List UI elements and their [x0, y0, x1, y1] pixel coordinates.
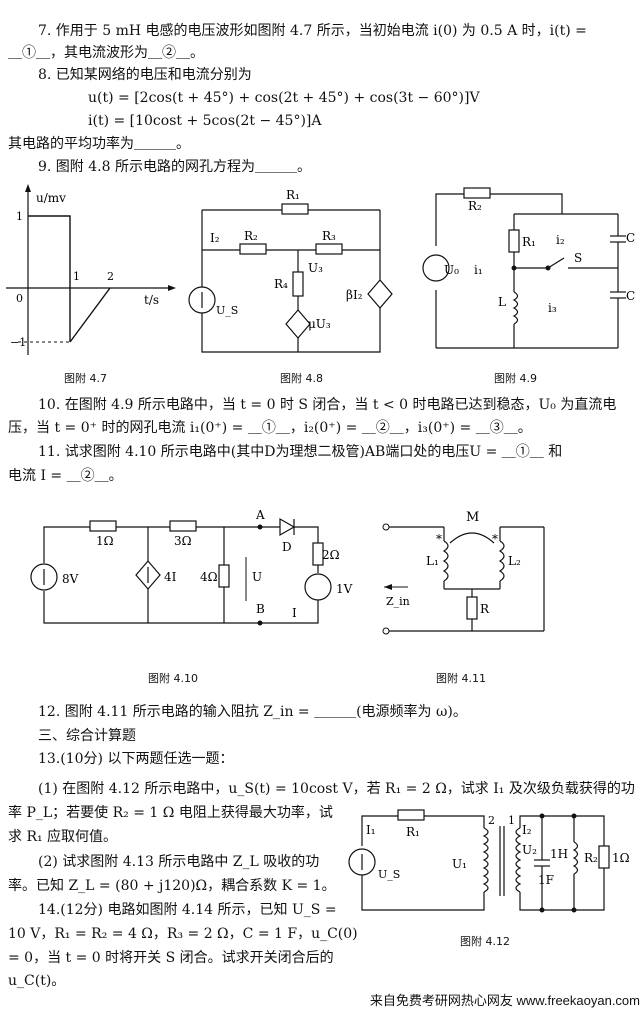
figure-4-10: 1Ω 3Ω 4Ω 2Ω 8V 1V 4I A B D U I	[30, 508, 353, 626]
fig49-i3: i₃	[548, 301, 557, 315]
fig47-xlabel: t/s	[144, 293, 159, 307]
q13-p2-line1: (2) 试求图附 4.13 所示电路中 Z_L 吸收的功	[38, 854, 320, 870]
q14-line3: = 0，当 t = 0 时将开关 S 闭合。试求开关闭合后的	[8, 950, 334, 966]
fig411-Zin: Z_in	[386, 595, 410, 608]
figure-4-7: u/mv 1 −1 0 1 2 t/s	[6, 184, 176, 355]
fig410-r1: 1Ω	[96, 534, 114, 548]
fig410-A: A	[255, 508, 265, 522]
q14-line4: u_C(t)。	[8, 973, 66, 989]
fig49-C1: C	[626, 231, 635, 245]
q10-line1: 10. 在图附 4.9 所示电路中，当 t = 0 时 S 闭合，当 t < 0…	[38, 397, 617, 413]
fig412-caption: 图附 4.12	[460, 935, 510, 948]
watermark: 来自免费考研网热心网友 www.freekaoyan.com	[369, 993, 640, 1008]
fig49-R2: R₂	[468, 199, 482, 213]
fig412-C: 1F	[538, 873, 554, 887]
section-3-title: 三、综合计算题	[38, 728, 136, 744]
fig411-caption: 图附 4.11	[436, 672, 486, 685]
q8-eq-u: u(t) = [2cos(t + 45°) + cos(2t + 45°) + …	[88, 90, 480, 106]
fig48-caption: 图附 4.8	[280, 372, 323, 385]
q13-p2-line2: 率。已知 Z_L = (80 + j120)Ω，耦合系数 K = 1。	[8, 878, 336, 894]
fig412-n1: 2	[488, 814, 495, 827]
q14-line1: 14.(12分) 电路如图附 4.14 所示，已知 U_S =	[38, 902, 337, 918]
q8-eq-i: i(t) = [10cost + 5cos(2t − 45°)]A	[88, 113, 322, 129]
fig49-L: L	[498, 295, 506, 309]
fig410-I: I	[292, 606, 297, 620]
fig48-R4: R₄	[274, 277, 288, 291]
fig47-ylabel: u/mv	[36, 191, 66, 205]
fig47-tick-y-neg: −1	[10, 336, 26, 349]
q7-line2: ＿①＿，其电流波形为＿②＿。	[8, 45, 204, 61]
fig48-R2: R₂	[244, 229, 258, 243]
fig47-tick-x2: 2	[107, 270, 114, 283]
fig48-ctrl-i: βI₂	[346, 288, 363, 302]
fig410-r4: 4Ω	[200, 570, 218, 584]
fig47-tick-x1: 1	[73, 270, 80, 283]
fig410-B: B	[256, 602, 265, 616]
q13-p1-line3: 求 R₁ 应取何值。	[8, 829, 118, 845]
fig411-dot2: *	[492, 532, 498, 546]
fig410-r2: 2Ω	[322, 548, 340, 562]
figure-4-9: R₂ R₁ U₀ L C C S i₁ i₂ i₃	[422, 187, 635, 349]
fig412-U2: U₂	[522, 843, 537, 857]
q12-line1: 12. 图附 4.11 所示电路的输入阻抗 Z_in = ＿＿＿(电源频率为 ω…	[38, 704, 467, 720]
q9-line1: 9. 图附 4.8 所示电路的网孔方程为＿＿＿。	[38, 159, 311, 175]
fig49-U0: U₀	[444, 263, 459, 277]
fig48-U3: U₃	[308, 261, 323, 275]
fig48-R3: R₃	[322, 229, 336, 243]
fig47-tick-y-pos: 1	[16, 210, 23, 223]
fig411-L1: L₁	[426, 554, 439, 568]
fig412-I2: I₂	[522, 823, 532, 837]
fig49-R1: R₁	[522, 235, 536, 249]
fig412-n2: 1	[508, 814, 515, 827]
fig412-L: 1H	[550, 847, 568, 861]
fig411-dot1: *	[436, 532, 442, 546]
fig49-C2: C	[626, 289, 635, 303]
fig411-R: R	[480, 602, 490, 616]
figure-4-11: * * M L₁ L₂ R Z_in	[382, 510, 545, 635]
fig410-dep: 4I	[164, 570, 177, 584]
fig410-D: D	[282, 540, 292, 554]
fig411-M: M	[466, 510, 479, 525]
q11-line2: 电流 I = ＿②＿。	[8, 468, 123, 484]
q14-line2: 10 V，R₁ = R₂ = 4 Ω，R₃ = 2 Ω，C = 1 F，u_C(…	[8, 926, 358, 942]
fig410-vs2: 1V	[336, 582, 353, 596]
fig411-L2: L₂	[508, 554, 521, 568]
q10-line2: 压，当 t = 0⁺ 时的网孔电流 i₁(0⁺) = ＿①＿，i₂(0⁺) = …	[8, 420, 532, 436]
fig410-r3: 3Ω	[174, 534, 192, 548]
fig48-ctrl-v: μU₃	[308, 317, 331, 331]
figure-4-8: R₁ R₂ R₃ R₄ I₂ U_S U₃ μU₃ βI₂	[188, 188, 393, 353]
fig48-US: U_S	[216, 304, 238, 317]
fig412-R3: 1Ω	[612, 851, 630, 865]
fig410-caption: 图附 4.10	[148, 672, 198, 685]
q13-line: 13.(10分) 以下两题任选一题：	[38, 751, 234, 767]
fig47-origin: 0	[16, 292, 23, 305]
q8-line1: 8. 已知某网络的电压和电流分别为	[38, 67, 252, 83]
fig412-U1: U₁	[452, 857, 467, 871]
fig49-S: S	[574, 251, 582, 265]
fig49-i2: i₂	[556, 233, 565, 247]
fig49-caption: 图附 4.9	[494, 372, 537, 385]
q11-line1: 11. 试求图附 4.10 所示电路中(其中D为理想二极管)AB端口处的电压U …	[38, 444, 563, 460]
q13-p1-line1: (1) 在图附 4.12 所示电路中，u_S(t) = 10cost V，若 R…	[38, 781, 635, 797]
fig47-caption: 图附 4.7	[64, 372, 107, 385]
figure-4-12: I₁ R₁ U_S U₁ U₂ I₂ 2 1 1F 1H R₂ 1Ω	[348, 809, 630, 913]
fig410-vs: 8V	[62, 572, 79, 586]
fig412-R1: R₁	[406, 825, 420, 839]
q8-line4: 其电路的平均功率为＿＿＿。	[8, 136, 190, 152]
fig48-I2: I₂	[210, 231, 220, 245]
q7-line1: 7. 作用于 5 mH 电感的电压波形如图附 4.7 所示，当初始电流 i(0)…	[38, 23, 587, 39]
fig410-U: U	[252, 570, 262, 584]
q13-p1-line2: 率 P_L；若要使 R₂ = 1 Ω 电阻上获得最大功率，试	[8, 805, 333, 821]
fig412-R2: R₂	[584, 851, 598, 865]
fig412-US: U_S	[378, 868, 400, 881]
fig48-R1: R₁	[286, 188, 300, 202]
fig49-i1: i₁	[474, 263, 483, 277]
fig412-I1: I₁	[366, 823, 376, 837]
